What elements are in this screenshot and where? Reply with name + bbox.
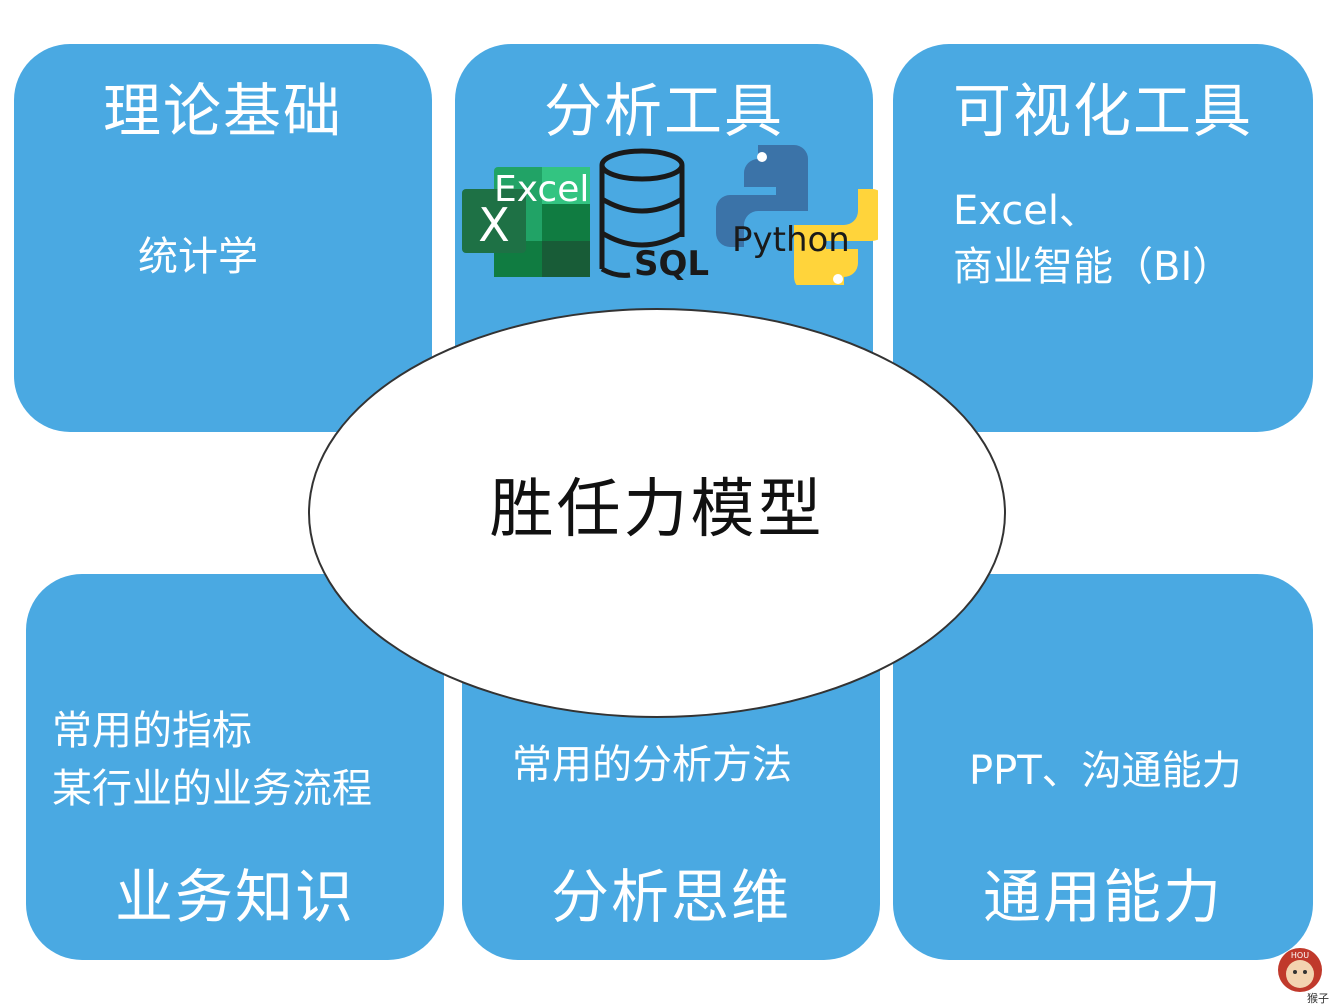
card-body-line1: Excel、	[953, 188, 1099, 234]
card-general-skills: PPT、沟通能力 通用能力	[893, 574, 1313, 960]
card-title: 分析思维	[550, 863, 791, 931]
watermark-badge: HOU	[1291, 951, 1309, 960]
python-label: Python	[732, 220, 850, 260]
watermark-label: 猴子	[1307, 991, 1329, 1004]
database-icon	[599, 148, 685, 278]
card-body-line1: 常用的指标	[52, 708, 252, 754]
excel-letter: X	[478, 198, 510, 252]
card-business-knowledge: 常用的指标 某行业的业务流程 业务知识	[26, 574, 444, 960]
card-body-line2: 某行业的业务流程	[52, 766, 372, 812]
card-body-line2: 商业智能（BI）	[953, 244, 1233, 290]
card-title: 理论基础	[102, 77, 343, 145]
card-theory-foundation: 理论基础 统计学	[14, 44, 432, 432]
python-logo-icon	[716, 145, 886, 291]
center-ellipse	[308, 308, 1006, 718]
excel-label: Excel	[494, 169, 589, 210]
card-title: 通用能力	[982, 863, 1223, 931]
card-title: 分析工具	[543, 77, 784, 145]
center-label: 胜任力模型	[489, 473, 825, 547]
card-body: 统计学	[138, 234, 258, 280]
tool-logos: X Excel SQL Python	[458, 145, 886, 291]
card-body: PPT、沟通能力	[969, 748, 1242, 794]
card-title: 业务知识	[114, 863, 355, 931]
card-body: 常用的分析方法	[512, 742, 792, 788]
sql-label: SQL	[634, 244, 709, 284]
card-visualization-tools: 可视化工具 Excel、 商业智能（BI）	[893, 44, 1313, 432]
monkey-watermark-icon: HOU 猴子	[1274, 944, 1334, 1005]
card-title: 可视化工具	[952, 77, 1253, 145]
excel-logo-icon: X Excel	[462, 167, 590, 277]
